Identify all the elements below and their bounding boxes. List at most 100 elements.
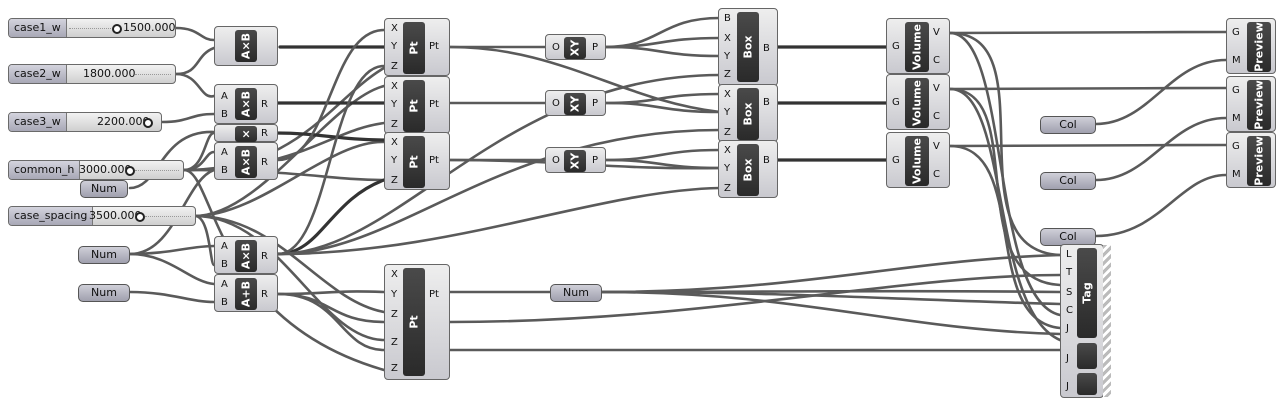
colour-param-2[interactable]: Col [1040,172,1096,190]
slider-handle[interactable] [135,212,145,222]
num-param-5[interactable]: Num [550,284,602,302]
point-component-1[interactable]: X Y Z Pt Pt [384,18,450,76]
output-pt[interactable]: Pt [429,155,439,166]
multiply-component-top[interactable]: A×B [214,26,278,66]
input-y[interactable]: Y [391,41,398,52]
box-component-3[interactable]: X Y Z Box B [718,140,778,198]
output-c[interactable]: C [933,55,940,66]
input-x[interactable]: X [391,81,398,92]
output-p[interactable]: P [592,98,599,109]
input-g[interactable]: G [1232,85,1240,96]
input-x[interactable]: X [391,137,398,148]
input-b[interactable]: B [221,297,228,308]
input-z[interactable]: Z [724,183,731,194]
preview-component-3[interactable]: G M Preview [1226,132,1276,188]
output-v[interactable]: V [933,27,940,38]
output-p[interactable]: P [592,155,599,166]
slider-case2-w[interactable]: case2_w 1800.000 [8,64,176,84]
input-z[interactable]: Z [391,337,398,348]
input-x[interactable]: X [724,89,731,100]
output-r[interactable]: R [261,157,268,168]
input-y[interactable]: Y [724,107,731,118]
output-b[interactable]: B [763,43,770,54]
point-component-3[interactable]: X Y Z Pt Pt [384,132,450,190]
input-l[interactable]: L [1066,249,1072,260]
preview-component-2[interactable]: G M Preview [1226,76,1276,132]
xy-plane-component-1[interactable]: O XY P [545,34,606,60]
slider-handle[interactable] [143,118,153,128]
output-r[interactable]: R [261,251,268,262]
box-component-1[interactable]: B X Y Z Box B [718,8,778,86]
num-param-2[interactable]: Num [78,246,130,264]
slider-handle[interactable] [125,166,135,176]
input-y[interactable]: Y [391,99,398,110]
input-j[interactable]: J [1066,323,1069,334]
volume-component-1[interactable]: G Volume V C [886,18,950,74]
input-m[interactable]: M [1232,113,1241,124]
input-g[interactable]: G [892,41,900,52]
output-c[interactable]: C [933,169,940,180]
xy-plane-component-3[interactable]: O XY P [545,147,606,173]
input-a[interactable]: A [221,147,228,158]
output-b[interactable]: B [763,155,770,166]
input-y[interactable]: Y [391,155,398,166]
output-pt[interactable]: Pt [429,99,439,110]
input-s[interactable]: S [1066,287,1073,298]
input-x[interactable]: X [724,145,731,156]
multiply-component-3[interactable]: A B A×B R [214,142,278,180]
text-tag-component[interactable]: L T S C J J J Tag [1060,244,1111,398]
input-b[interactable]: B [221,109,228,120]
volume-component-2[interactable]: G Volume V C [886,74,950,130]
slider-case-spacing[interactable]: case_spacing 3500.000 [8,206,196,226]
input-z[interactable]: Z [724,69,731,80]
input-x[interactable]: X [391,23,398,34]
point-component-2[interactable]: X Y Z Pt Pt [384,76,450,134]
input-a[interactable]: A [221,279,228,290]
input-y[interactable]: Y [724,51,731,62]
input-g[interactable]: G [892,97,900,108]
input-g[interactable]: G [892,155,900,166]
input-b[interactable]: B [724,13,731,24]
multiply-component-1[interactable]: A B A×B R [214,84,278,124]
input-a[interactable]: A [221,241,228,252]
output-p[interactable]: P [592,42,599,53]
output-v[interactable]: V [933,83,940,94]
input-z[interactable]: Z [391,175,398,186]
input-a[interactable]: A [221,91,228,102]
output-r[interactable]: R [261,289,268,300]
multiply-component-4[interactable]: A B A×B R [214,236,278,274]
volume-component-3[interactable]: G Volume V C [886,132,950,188]
output-b[interactable]: B [763,97,770,108]
input-j[interactable]: J [1066,353,1069,364]
addition-component[interactable]: A B A+B R [214,274,278,312]
point-component-4[interactable]: X Y Z Z Z Pt Pt [384,264,450,380]
output-c[interactable]: C [933,111,940,122]
num-param-1[interactable]: Num [80,180,128,198]
input-y[interactable]: Y [391,289,398,300]
input-b[interactable]: B [221,165,228,176]
input-z[interactable]: Z [391,309,398,320]
input-x[interactable]: X [391,269,398,280]
input-z[interactable]: Z [391,119,398,130]
multiply-component-2[interactable]: × R [214,124,278,142]
input-m[interactable]: M [1232,55,1241,66]
input-y[interactable]: Y [724,163,731,174]
input-g[interactable]: G [1232,141,1240,152]
input-o[interactable]: O [552,98,560,109]
colour-param-1[interactable]: Col [1040,116,1096,134]
input-m[interactable]: M [1232,169,1241,180]
input-z[interactable]: Z [391,363,398,374]
preview-component-1[interactable]: G M Preview [1226,18,1276,74]
input-j[interactable]: J [1066,381,1069,392]
input-o[interactable]: O [552,42,560,53]
input-c[interactable]: C [1066,305,1073,316]
slider-handle[interactable] [112,24,122,34]
slider-common-h[interactable]: common_h 3000.000 [8,160,184,180]
input-o[interactable]: O [552,155,560,166]
num-param-3[interactable]: Num [78,284,130,302]
output-pt[interactable]: Pt [429,41,439,52]
input-z[interactable]: Z [391,61,398,72]
output-r[interactable]: R [261,128,268,139]
slider-case1-w[interactable]: case1_w 1500.000 [8,18,176,38]
